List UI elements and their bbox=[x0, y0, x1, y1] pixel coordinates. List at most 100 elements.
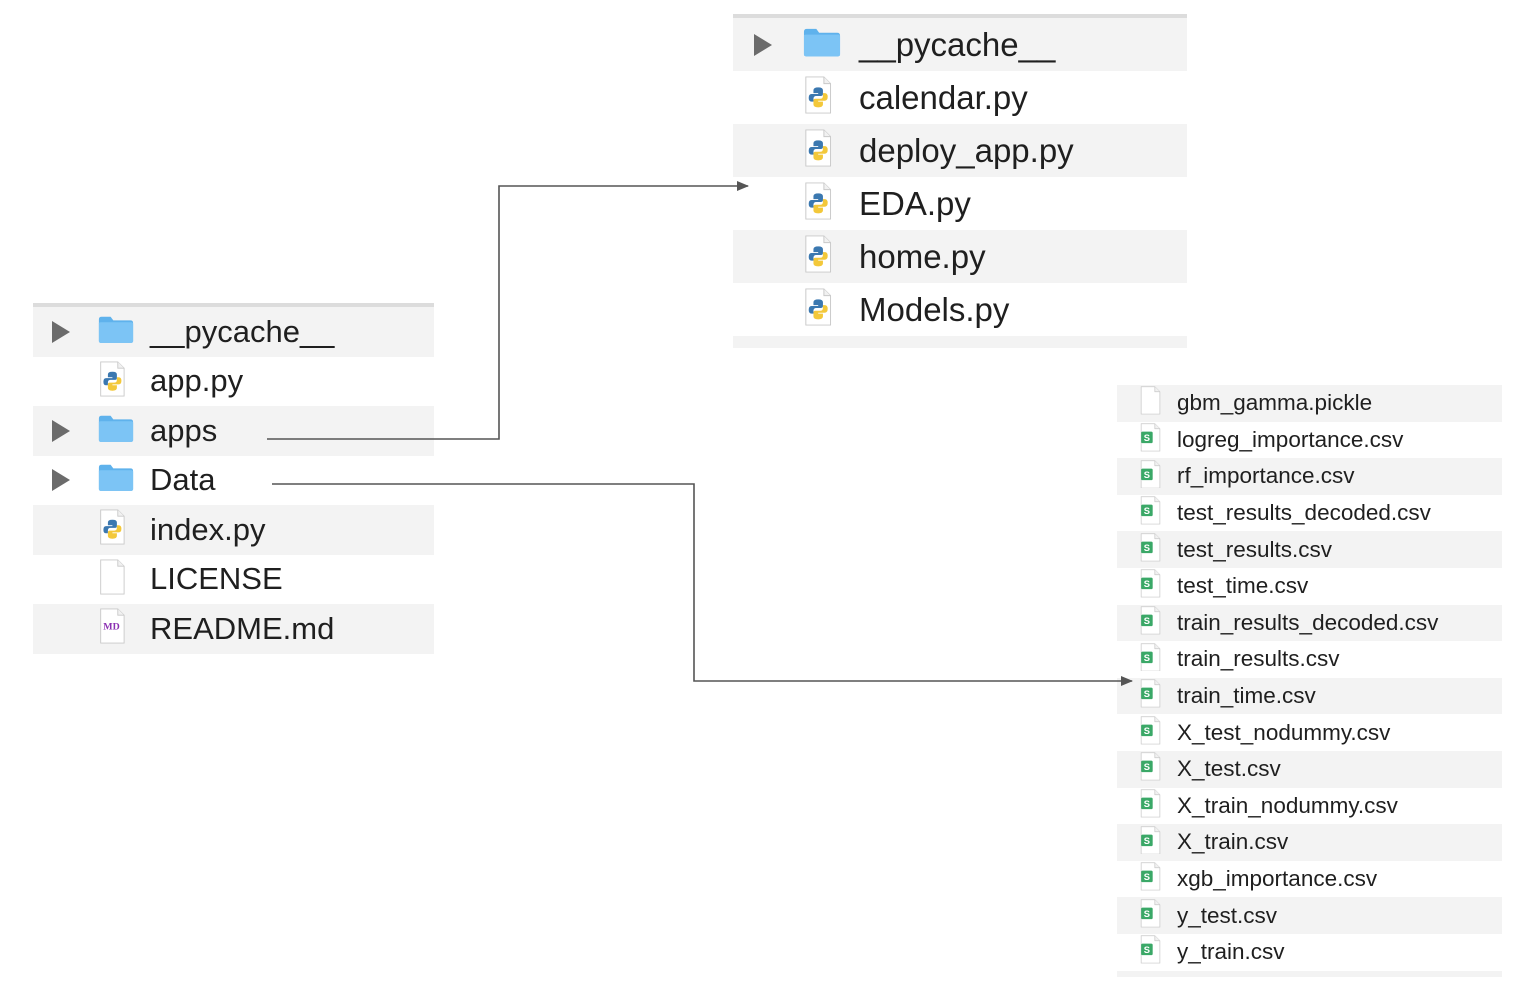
file-row-train-results-csv[interactable]: S train_results.csv bbox=[1117, 641, 1502, 678]
file-name-label: logreg_importance.csv bbox=[1177, 426, 1404, 452]
svg-text:S: S bbox=[1144, 579, 1150, 589]
svg-text:S: S bbox=[1144, 470, 1150, 480]
file-name-label: X_train_nodummy.csv bbox=[1177, 792, 1398, 818]
markdown-file-icon: MD bbox=[98, 608, 127, 649]
file-name-label: test_results.csv bbox=[1177, 536, 1333, 562]
file-row-x-test-csv[interactable]: S X_test.csv bbox=[1117, 750, 1502, 788]
file-name-label: Data bbox=[150, 462, 216, 498]
file-row-license[interactable]: LICENSE bbox=[33, 555, 434, 605]
svg-text:MD: MD bbox=[103, 622, 119, 633]
csv-file-icon: S bbox=[1139, 789, 1162, 823]
file-name-label: deploy_app.py bbox=[859, 131, 1074, 169]
file-row-logreg-importance-csv[interactable]: S logreg_importance.csv bbox=[1117, 422, 1502, 459]
file-row-eda-py[interactable]: EDA.py bbox=[733, 177, 1187, 230]
disclosure-triangle-icon[interactable] bbox=[52, 419, 70, 442]
svg-text:S: S bbox=[1144, 836, 1150, 846]
apps-folder-file-list: __pycache__ calendar.py deploy_app.py ED… bbox=[733, 14, 1187, 348]
csv-file-icon: S bbox=[1139, 899, 1162, 933]
file-row-home-py[interactable]: home.py bbox=[733, 230, 1187, 283]
file-row-data[interactable]: Data bbox=[33, 456, 434, 506]
folder-icon bbox=[98, 414, 134, 448]
file-name-label: home.py bbox=[859, 237, 986, 275]
svg-text:S: S bbox=[1144, 653, 1150, 663]
file-row-apps[interactable]: apps bbox=[33, 406, 434, 456]
file-name-label: index.py bbox=[150, 511, 266, 547]
list-header-divider bbox=[733, 14, 1187, 18]
file-name-label: apps bbox=[150, 412, 218, 448]
file-row-models-py[interactable]: Models.py bbox=[733, 283, 1187, 336]
file-name-label: X_test_nodummy.csv bbox=[1177, 719, 1391, 745]
svg-text:S: S bbox=[1144, 726, 1150, 736]
csv-file-icon: S bbox=[1139, 423, 1162, 457]
csv-file-icon: S bbox=[1139, 606, 1162, 640]
file-name-label: app.py bbox=[150, 363, 244, 399]
data-folder-file-list: gbm_gamma.pickle S logreg_importance.csv… bbox=[1117, 385, 1502, 977]
file-name-label: X_train.csv bbox=[1177, 829, 1289, 855]
file-row-test-results-decoded-csv[interactable]: S test_results_decoded.csv bbox=[1117, 495, 1502, 532]
file-row-test-results-csv[interactable]: S test_results.csv bbox=[1117, 531, 1502, 568]
file-name-label: test_time.csv bbox=[1177, 573, 1309, 599]
file-row-index-py[interactable]: index.py bbox=[33, 505, 434, 555]
file-name-label: rf_importance.csv bbox=[1177, 463, 1355, 489]
svg-text:S: S bbox=[1144, 616, 1150, 626]
svg-text:S: S bbox=[1144, 506, 1150, 516]
blank-file-icon bbox=[98, 559, 127, 600]
file-row-calendar-py[interactable]: calendar.py bbox=[733, 71, 1187, 124]
csv-file-icon: S bbox=[1139, 533, 1162, 567]
file-row-x-train-csv[interactable]: S X_train.csv bbox=[1117, 824, 1502, 861]
csv-file-icon: S bbox=[1139, 935, 1162, 969]
list-footer bbox=[733, 336, 1187, 348]
file-row-readme-md[interactable]: MD README.md bbox=[33, 604, 434, 654]
svg-text:S: S bbox=[1144, 872, 1150, 882]
python-file-icon bbox=[803, 235, 833, 278]
file-name-label: test_results_decoded.csv bbox=[1177, 500, 1431, 526]
file-row-rf-importance-csv[interactable]: S rf_importance.csv bbox=[1117, 458, 1502, 495]
file-row-train-results-decoded-csv[interactable]: S train_results_decoded.csv bbox=[1117, 604, 1502, 642]
file-row-train-time-csv[interactable]: S train_time.csv bbox=[1117, 677, 1502, 715]
file-name-label: Models.py bbox=[859, 290, 1010, 328]
folder-icon bbox=[98, 463, 134, 497]
file-row-x-test-nodummy-csv[interactable]: S X_test_nodummy.csv bbox=[1117, 714, 1502, 751]
root-file-list: __pycache__ app.py apps Data index.py LI… bbox=[33, 303, 434, 654]
csv-file-icon: S bbox=[1139, 862, 1162, 896]
python-file-icon bbox=[803, 76, 833, 119]
folder-icon bbox=[98, 315, 134, 349]
file-row-deploy-app-py[interactable]: deploy_app.py bbox=[733, 124, 1187, 177]
svg-text:S: S bbox=[1144, 543, 1150, 553]
csv-file-icon: S bbox=[1139, 496, 1162, 530]
svg-text:S: S bbox=[1144, 945, 1150, 955]
file-row-test-time-csv[interactable]: S test_time.csv bbox=[1117, 568, 1502, 605]
python-file-icon bbox=[803, 129, 833, 172]
csv-file-icon: S bbox=[1139, 716, 1162, 750]
file-name-label: y_test.csv bbox=[1177, 902, 1278, 928]
svg-text:S: S bbox=[1144, 762, 1150, 772]
file-row-y-test-csv[interactable]: S y_test.csv bbox=[1117, 897, 1502, 934]
disclosure-triangle-icon[interactable] bbox=[52, 320, 70, 343]
file-name-label: __pycache__ bbox=[859, 25, 1056, 63]
file-name-label: __pycache__ bbox=[150, 313, 335, 349]
file-row-x-train-nodummy-csv[interactable]: S X_train_nodummy.csv bbox=[1117, 788, 1502, 825]
file-name-label: calendar.py bbox=[859, 78, 1028, 116]
list-header-divider bbox=[33, 303, 434, 307]
csv-file-icon: S bbox=[1139, 459, 1162, 494]
python-file-icon bbox=[98, 509, 127, 550]
disclosure-triangle-icon[interactable] bbox=[754, 33, 772, 56]
svg-text:S: S bbox=[1144, 799, 1150, 809]
file-row-pycache[interactable]: __pycache__ bbox=[33, 307, 434, 357]
file-name-label: README.md bbox=[150, 610, 335, 646]
file-name-label: EDA.py bbox=[859, 184, 971, 222]
csv-file-icon: S bbox=[1139, 825, 1162, 860]
file-row-xgb-importance-csv[interactable]: S xgb_importance.csv bbox=[1117, 861, 1502, 898]
file-name-label: xgb_importance.csv bbox=[1177, 866, 1378, 892]
file-name-label: train_time.csv bbox=[1177, 683, 1316, 709]
disclosure-triangle-icon[interactable] bbox=[52, 469, 70, 492]
svg-text:S: S bbox=[1144, 433, 1150, 443]
file-row-gbm-gamma-pickle[interactable]: gbm_gamma.pickle bbox=[1117, 385, 1502, 422]
file-name-label: LICENSE bbox=[150, 561, 283, 597]
file-name-label: X_test.csv bbox=[1177, 756, 1281, 782]
list-footer bbox=[1117, 970, 1502, 977]
file-row-app-py[interactable]: app.py bbox=[33, 357, 434, 407]
file-row-pycache[interactable]: __pycache__ bbox=[733, 18, 1187, 71]
file-name-label: gbm_gamma.pickle bbox=[1177, 390, 1373, 416]
file-row-y-train-csv[interactable]: S y_train.csv bbox=[1117, 934, 1502, 971]
